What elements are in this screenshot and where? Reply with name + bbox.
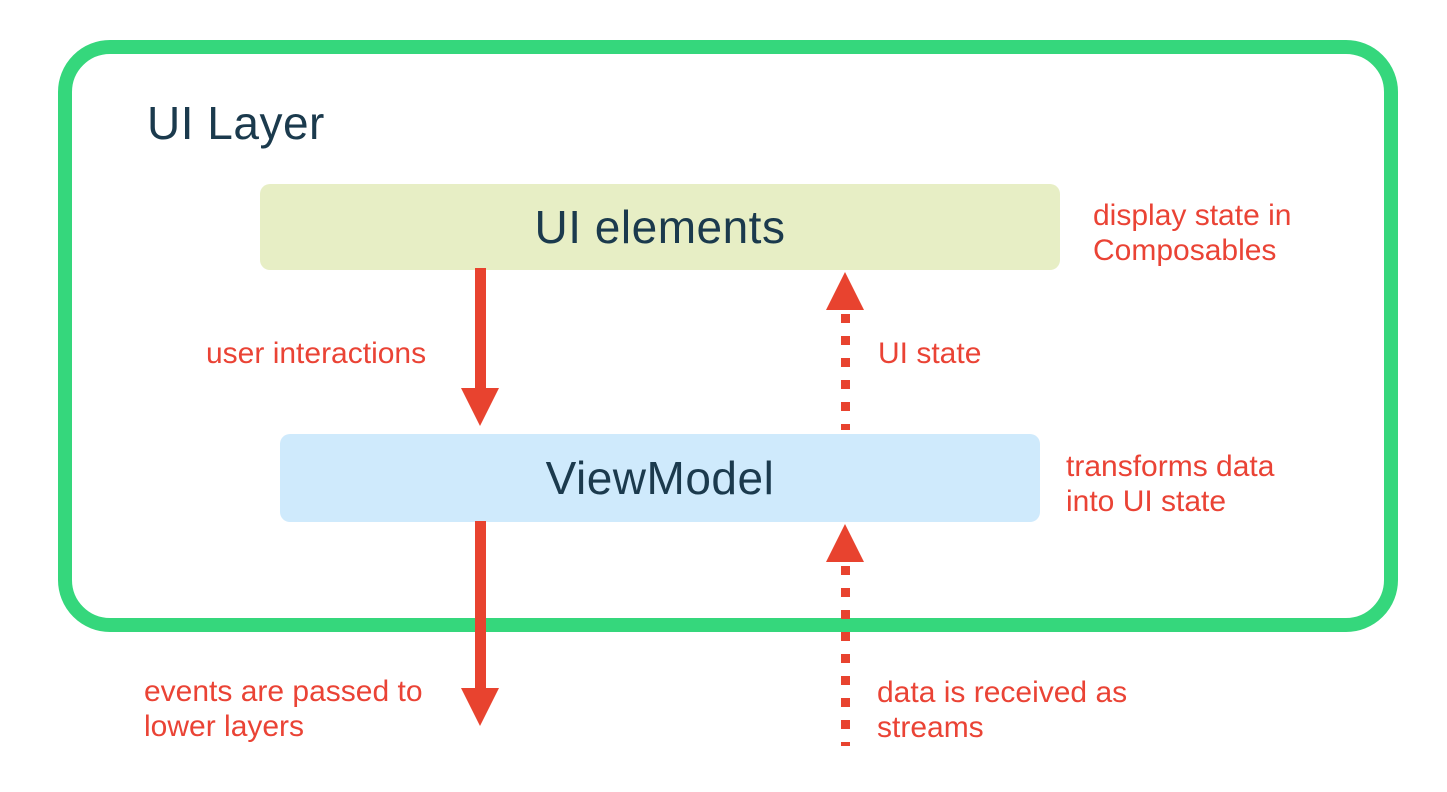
ui-elements-node: UI elements [260,184,1060,270]
events-arrow-head-icon [461,688,499,726]
user-interactions-arrow-shaft [475,268,486,390]
data-streams-arrow-head-icon [826,524,864,562]
user-interactions-label: user interactions [206,337,427,370]
user-interactions-arrow-head-icon [461,388,499,426]
ui-elements-annotation: display state in Composables [1093,199,1292,267]
ui-state-label: UI state [878,337,982,370]
ui-state-arrow-head-icon [826,272,864,310]
ui-layer-frame [58,40,1398,632]
viewmodel-label: ViewModel [545,452,775,504]
events-arrow-shaft [475,521,486,689]
ui-elements-label: UI elements [534,201,786,253]
events-lower-layers-label: events are passed to lower layers [144,675,423,743]
viewmodel-node: ViewModel [280,434,1040,522]
data-streams-label: data is received as streams [877,676,1128,744]
viewmodel-annotation: transforms data into UI state [1066,450,1275,518]
ui-layer-title: UI Layer [147,97,325,149]
ui-state-arrow-shaft [841,314,850,430]
data-streams-arrow-shaft [841,566,850,746]
